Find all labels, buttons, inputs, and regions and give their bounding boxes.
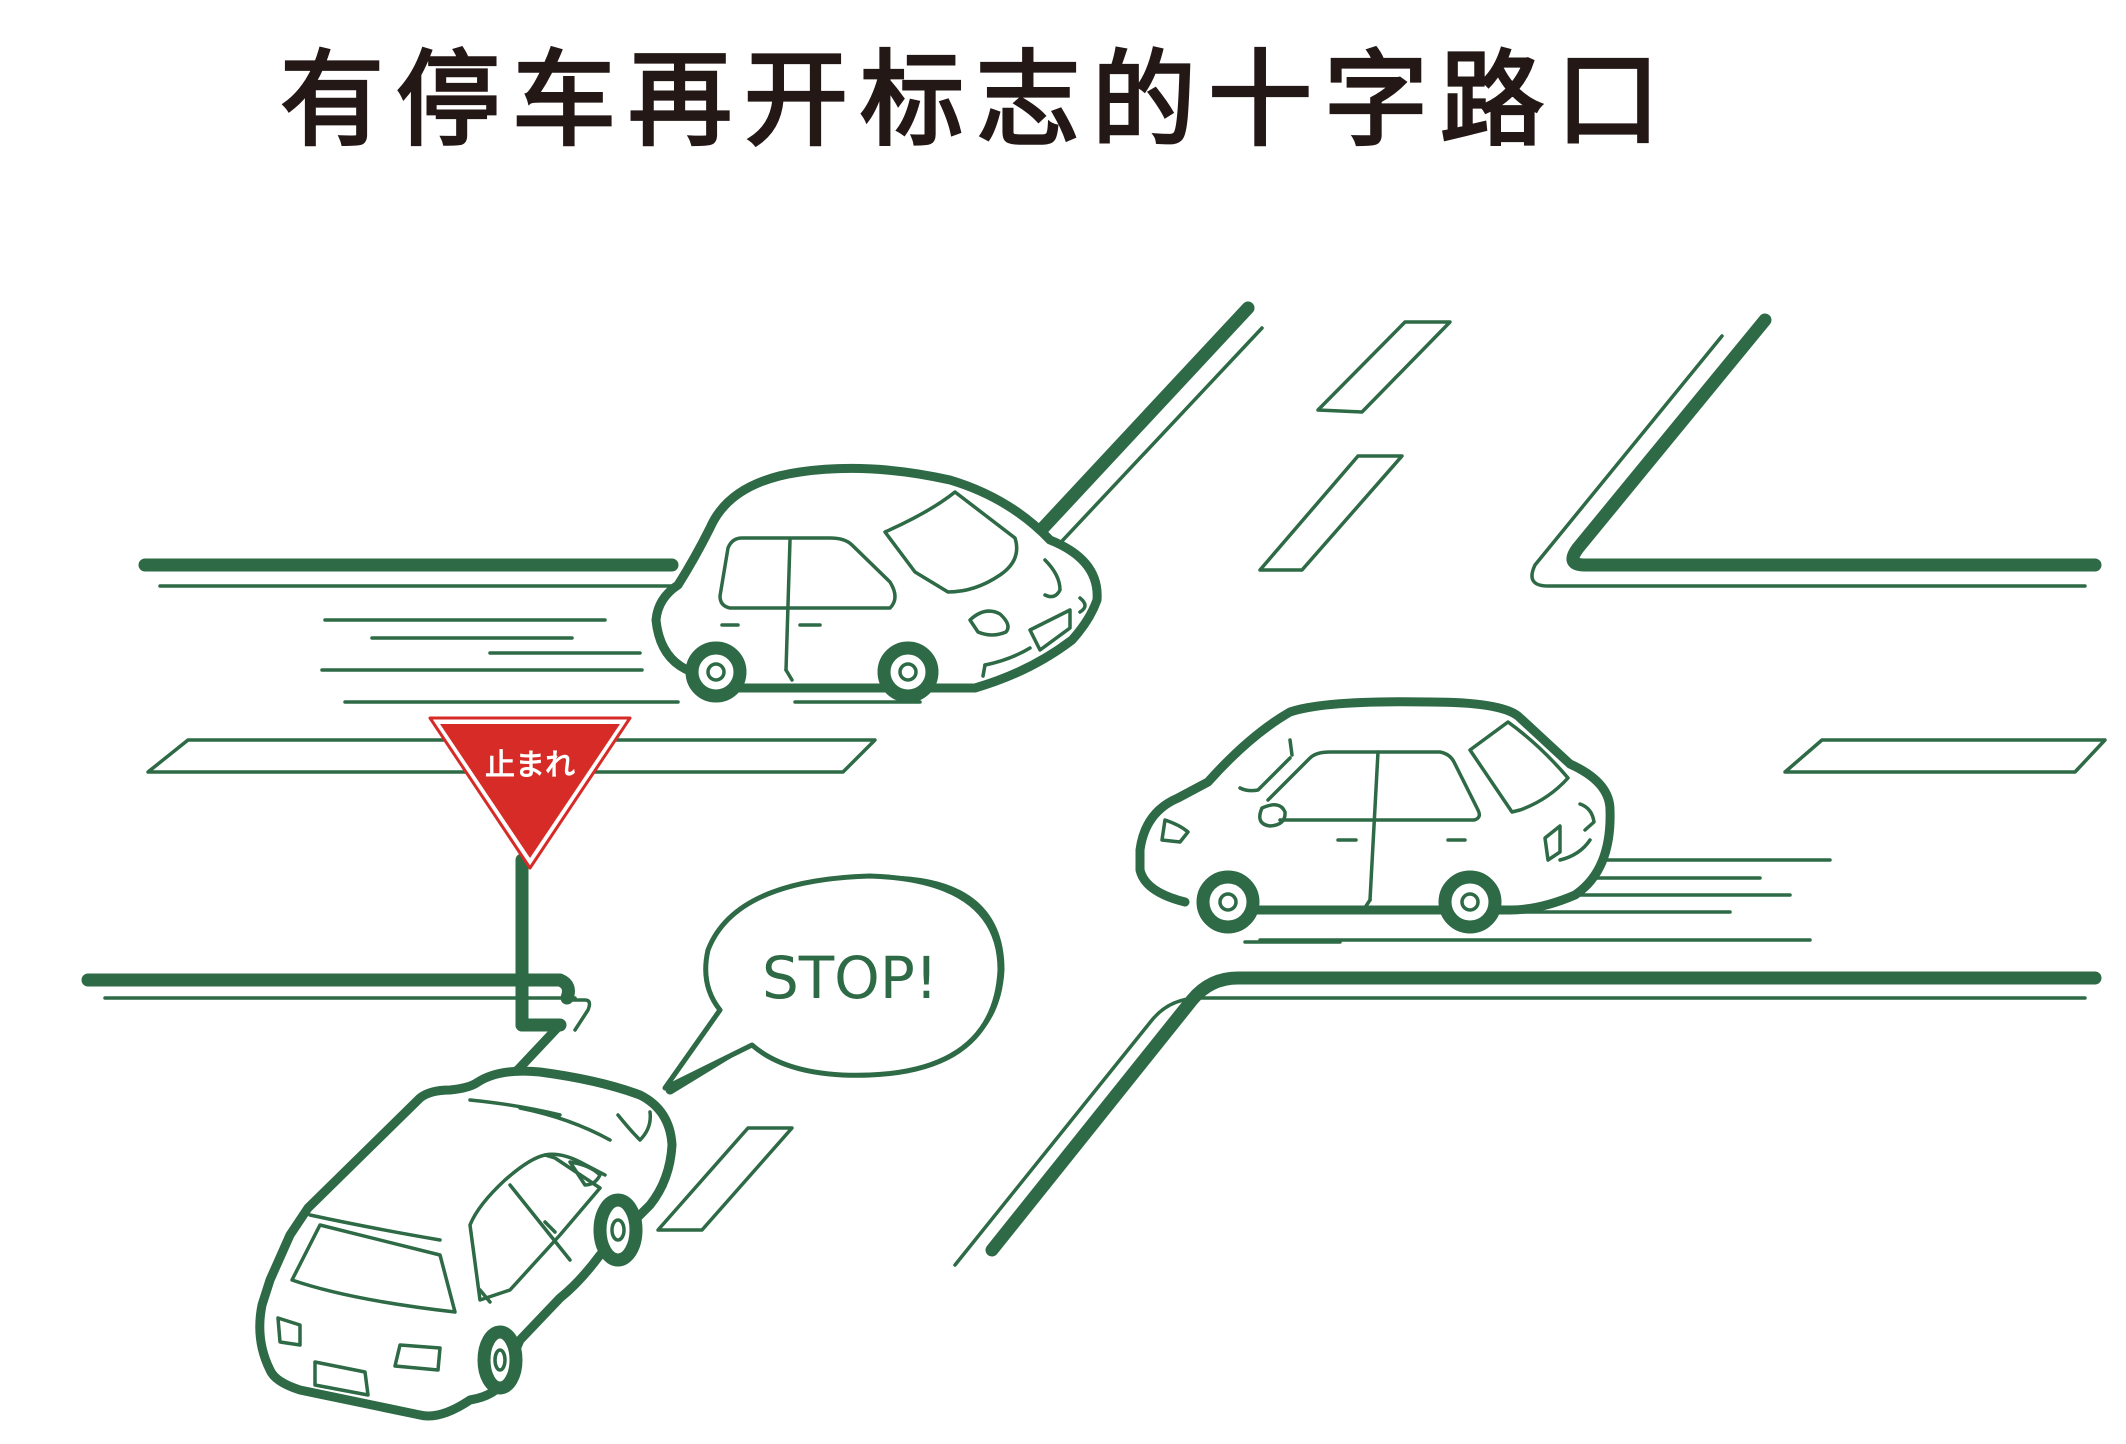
car-front <box>255 998 677 1421</box>
stop-sign-text: 止まれ <box>485 748 575 783</box>
lower-road-edge-right <box>985 971 2102 1257</box>
page-title: 有停车再开标志的十字路口 <box>280 39 1673 161</box>
speech-bubble-text: STOP! <box>762 944 938 1012</box>
far-road-edge <box>1023 301 1255 549</box>
lower-road-edge-left <box>81 973 575 1005</box>
upper-road-edge-right <box>1566 313 2102 572</box>
stop-sign-triangle <box>440 724 620 858</box>
speech-bubble: STOP! <box>662 873 1005 1095</box>
car-middle <box>1135 697 1615 934</box>
car-upper <box>651 463 1102 703</box>
stop-sign: 止まれ <box>428 716 632 1032</box>
